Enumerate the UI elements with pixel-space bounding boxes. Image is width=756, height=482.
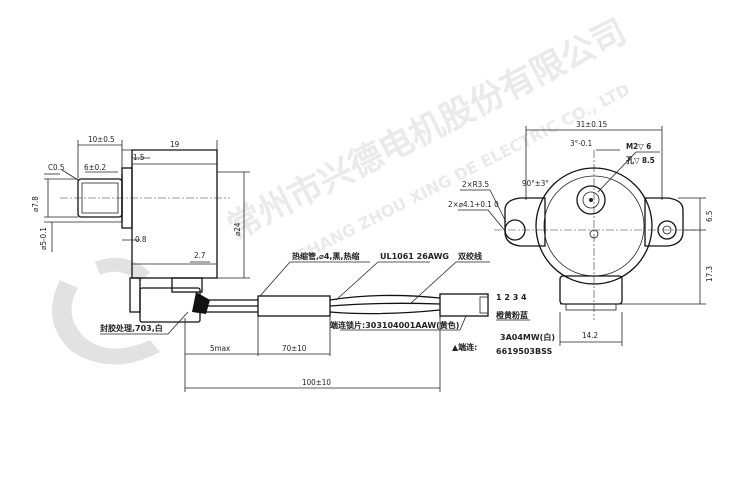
callout-sleeve: 热缩管,⌀4,黑,热缩 [292, 251, 360, 261]
dim-angle-small: 3°-0.1 [570, 139, 592, 148]
callout-terminal: 端连锁片:303104001AAW(黄色) [330, 320, 459, 330]
dim-offset: 2.7 [194, 251, 205, 260]
dim-flange: 1.5 [133, 153, 144, 162]
dim-shaft-dia: ⌀7.8 [31, 196, 40, 212]
connector-housing: 3A04MW(白) [500, 332, 555, 342]
dim-total: 100±10 [302, 378, 331, 387]
callout-twist: 双绞线 [458, 251, 482, 261]
dim-body-dia: ⌀24 [233, 222, 242, 236]
callout-wire: UL1061 26AWG [380, 252, 449, 261]
dim-flat: 6±0.2 [84, 163, 106, 172]
dim-hole-depth: 孔▽ 8.5 [626, 155, 655, 165]
connector-part: 6619503BSS [496, 347, 552, 356]
dim-v-offset: 6.5 [705, 211, 714, 222]
dim-width: 31±0.15 [576, 120, 607, 129]
dim-connector-w: 14.2 [582, 331, 598, 340]
dim-angle: 90°±3° [522, 179, 549, 188]
callout-seal: 封胶处理,703,白 [100, 323, 163, 333]
watermark-logo [52, 257, 160, 365]
cable-assembly: 热缩管,⌀4,黑,热缩 UL1061 26AWG 双绞线 封胶处理,703,白 … [100, 251, 555, 392]
connector-pins: 1 2 3 4 [496, 293, 527, 302]
dim-height: 17.3 [705, 266, 714, 282]
dim-screw: M2▽ 6 [626, 142, 651, 151]
dim-hole-dia: 2×R3.5 [462, 180, 489, 189]
dim-boss-dia: ⌀5-0.1 [39, 227, 48, 250]
dim-shaft-len: 10±0.5 [88, 135, 115, 144]
dim-body-len: 19 [170, 140, 180, 149]
connector-pin-label: 橙黄粉蓝 [496, 310, 528, 320]
dim-hole2: 2×⌀4.1+0.1 0 [448, 200, 499, 209]
dim-sleeve-len: 70±10 [282, 344, 307, 353]
dim-lead: 5max [210, 344, 231, 353]
dim-gap: 0.8 [135, 235, 147, 244]
connector-housing-prefix: ▲端连: [452, 342, 477, 352]
front-view: 31±0.15 3°-0.1 M2▽ 6 孔▽ 8.5 2×R3.5 2×⌀4.… [448, 120, 714, 346]
side-view: 10±0.5 19 1.5 6±0.2 C0.5 ⌀7.8 ⌀5-0.1 0.8… [31, 135, 250, 323]
dim-chamfer: C0.5 [48, 163, 64, 172]
